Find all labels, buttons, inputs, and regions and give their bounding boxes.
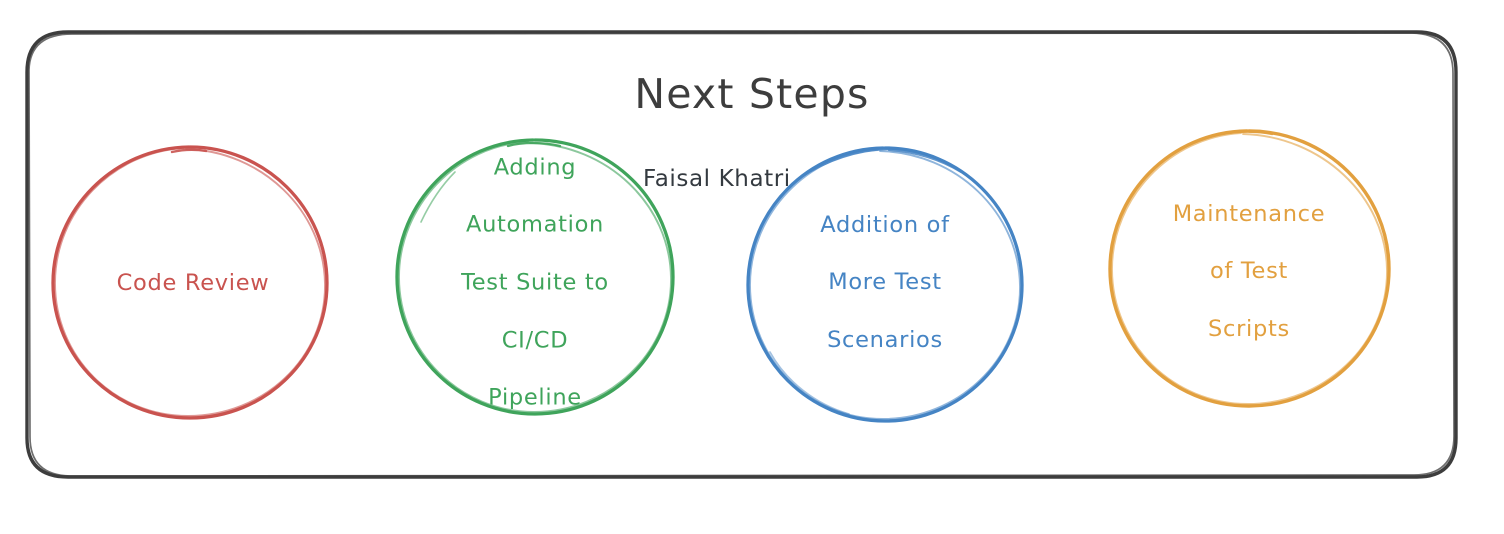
page-title: Next Steps — [634, 70, 870, 118]
node-label-line: CI/CD — [501, 327, 569, 354]
node-label-ci-cd-pipeline: Adding Automation Test Suite to CI/CD Pi… — [461, 125, 609, 442]
node-label-line: Addition of — [820, 212, 950, 239]
node-label-line: Maintenance — [1172, 201, 1326, 228]
node-label-line: More Test — [828, 269, 942, 296]
node-label-line: Test Suite to — [461, 269, 609, 296]
node-label-line: of Test — [1209, 258, 1289, 285]
node-label-more-test-scenarios: Addition of More Test Scenarios — [820, 182, 949, 384]
author-watermark: Faisal Khatri — [643, 166, 791, 192]
node-label-code-review: Code Review — [117, 240, 270, 326]
node-label-line: Code Review — [116, 269, 270, 296]
node-label-maintenance-of-test-scripts: Maintenance of Test Scripts — [1173, 171, 1326, 373]
node-label-line: Pipeline — [488, 384, 582, 411]
node-label-line: Scenarios — [827, 327, 943, 354]
node-label-line: Scripts — [1208, 316, 1290, 343]
node-label-line: Automation — [465, 212, 605, 239]
node-label-line: Adding — [493, 154, 577, 181]
